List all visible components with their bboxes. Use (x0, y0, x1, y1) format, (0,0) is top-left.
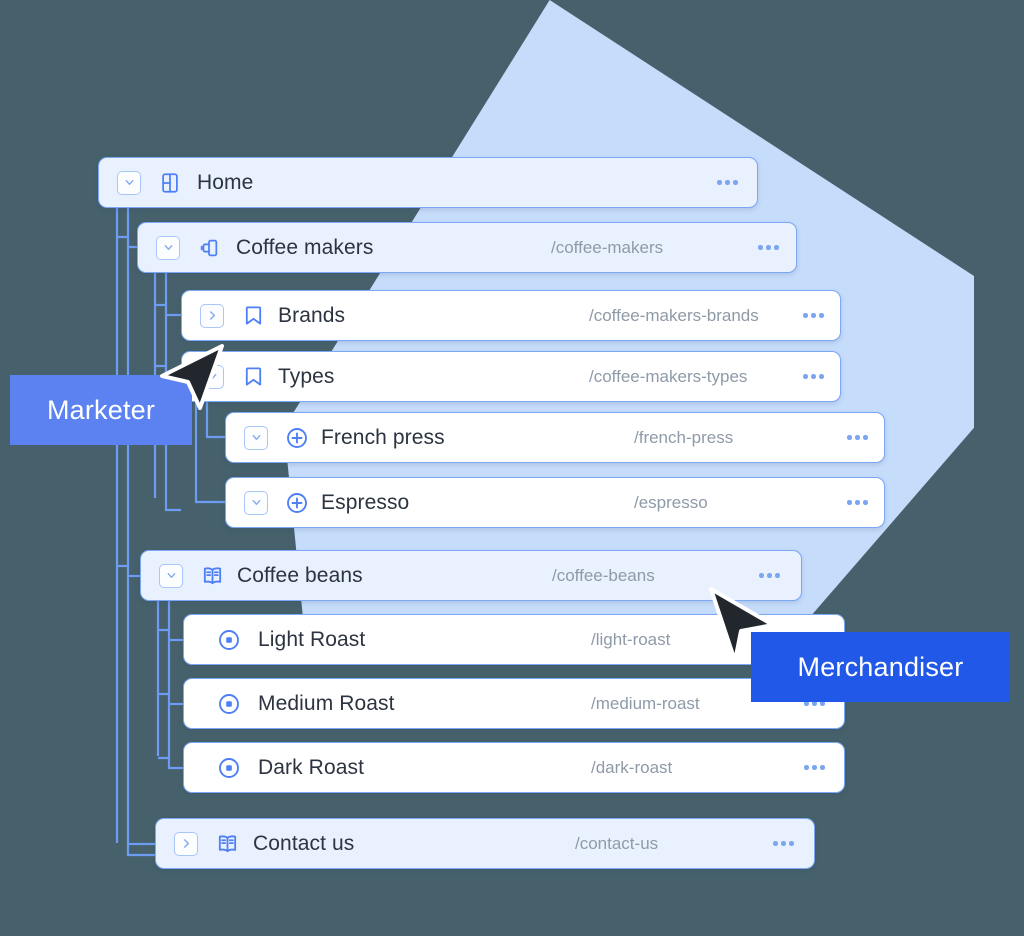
tree-row-slug: /espresso (634, 492, 708, 512)
chevron-down-icon (251, 497, 262, 508)
layout-panels-icon (157, 170, 183, 196)
tree-row-coffee-beans[interactable]: Coffee beans/coffee-beans (140, 550, 802, 601)
tree-row-label: Contact us (253, 831, 355, 855)
chevron-down-icon (163, 242, 174, 253)
tree-row-label: Espresso (321, 490, 410, 514)
open-book-icon (214, 831, 240, 857)
tree-row-medium-roast[interactable]: Medium Roast/medium-roast (183, 678, 845, 729)
toggle-coffee-makers[interactable] (156, 235, 180, 260)
row-more-options-icon[interactable] (847, 435, 868, 440)
open-book-icon (199, 563, 225, 589)
tree-row-slug: /dark-roast (591, 757, 673, 777)
tree-row-slug: /light-roast (591, 629, 671, 649)
tree-row-label: French press (321, 425, 445, 449)
pointer-arrow-icon (160, 344, 224, 410)
toggle-french-press[interactable] (244, 425, 268, 450)
toggle-home[interactable] (117, 170, 141, 195)
row-more-options-icon[interactable] (759, 573, 780, 578)
chevron-right-icon (181, 838, 192, 849)
bookmark-icon (240, 303, 266, 329)
toggle-brands[interactable] (200, 303, 224, 328)
tree-row-slug: /contact-us (575, 833, 659, 853)
tree-row-label: Home (197, 170, 254, 194)
row-more-options-icon[interactable] (804, 701, 825, 706)
bookmark-icon (240, 364, 266, 390)
tree-row-espresso[interactable]: Espresso/espresso (225, 477, 885, 528)
tree-row-brands[interactable]: Brands/coffee-makers-brands (181, 290, 841, 341)
record-circle-icon (216, 691, 242, 717)
tree-row-label: Brands (278, 303, 346, 327)
row-more-options-icon[interactable] (803, 374, 824, 379)
tree-row-french-press[interactable]: French press/french-press (225, 412, 885, 463)
tree-row-slug: /french-press (634, 427, 734, 447)
role-badge-marketer-label: Marketer (46, 394, 156, 425)
plus-circle-icon (284, 490, 310, 516)
row-more-options-icon[interactable] (717, 180, 738, 185)
tree-row-slug: /coffee-beans (552, 565, 655, 585)
tree-row-home[interactable]: Home (98, 157, 758, 208)
tree-row-slug: /coffee-makers (551, 237, 664, 257)
toggle-contact-us[interactable] (174, 831, 198, 856)
row-more-options-icon[interactable] (804, 765, 825, 770)
tree-row-slug: /coffee-makers-brands (589, 305, 759, 325)
tree-row-coffee-makers[interactable]: Coffee makers/coffee-makers (137, 222, 797, 273)
tree-row-label: Types (278, 364, 335, 388)
tree-row-dark-roast[interactable]: Dark Roast/dark-roast (183, 742, 845, 793)
record-circle-icon (216, 755, 242, 781)
row-more-options-icon[interactable] (758, 245, 779, 250)
tree-row-contact-us[interactable]: Contact us/contact-us (155, 818, 815, 869)
role-badge-merchandiser[interactable]: Merchandiser (751, 632, 1010, 702)
role-badge-merchandiser-label: Merchandiser (797, 651, 964, 682)
tree-row-label: Coffee makers (236, 235, 374, 259)
toggle-coffee-beans[interactable] (159, 563, 183, 588)
row-more-options-icon[interactable] (803, 313, 824, 318)
chevron-down-icon (124, 177, 135, 188)
row-more-options-icon[interactable] (847, 500, 868, 505)
tree-row-label: Coffee beans (237, 563, 363, 587)
tree-row-label: Light Roast (258, 627, 366, 651)
tree-row-label: Dark Roast (258, 755, 365, 779)
plus-circle-icon (284, 425, 310, 451)
megaphone-icon (196, 235, 222, 261)
pointer-arrow-icon (709, 587, 775, 663)
tree-row-slug: /medium-roast (591, 693, 700, 713)
tree-row-slug: /coffee-makers-types (589, 366, 748, 386)
tree-row-types[interactable]: Types/coffee-makers-types (181, 351, 841, 402)
row-more-options-icon[interactable] (773, 841, 794, 846)
chevron-down-icon (166, 570, 177, 581)
toggle-espresso[interactable] (244, 490, 268, 515)
record-circle-icon (216, 627, 242, 653)
chevron-down-icon (251, 432, 262, 443)
tree-row-label: Medium Roast (258, 691, 395, 715)
chevron-right-icon (207, 310, 218, 321)
